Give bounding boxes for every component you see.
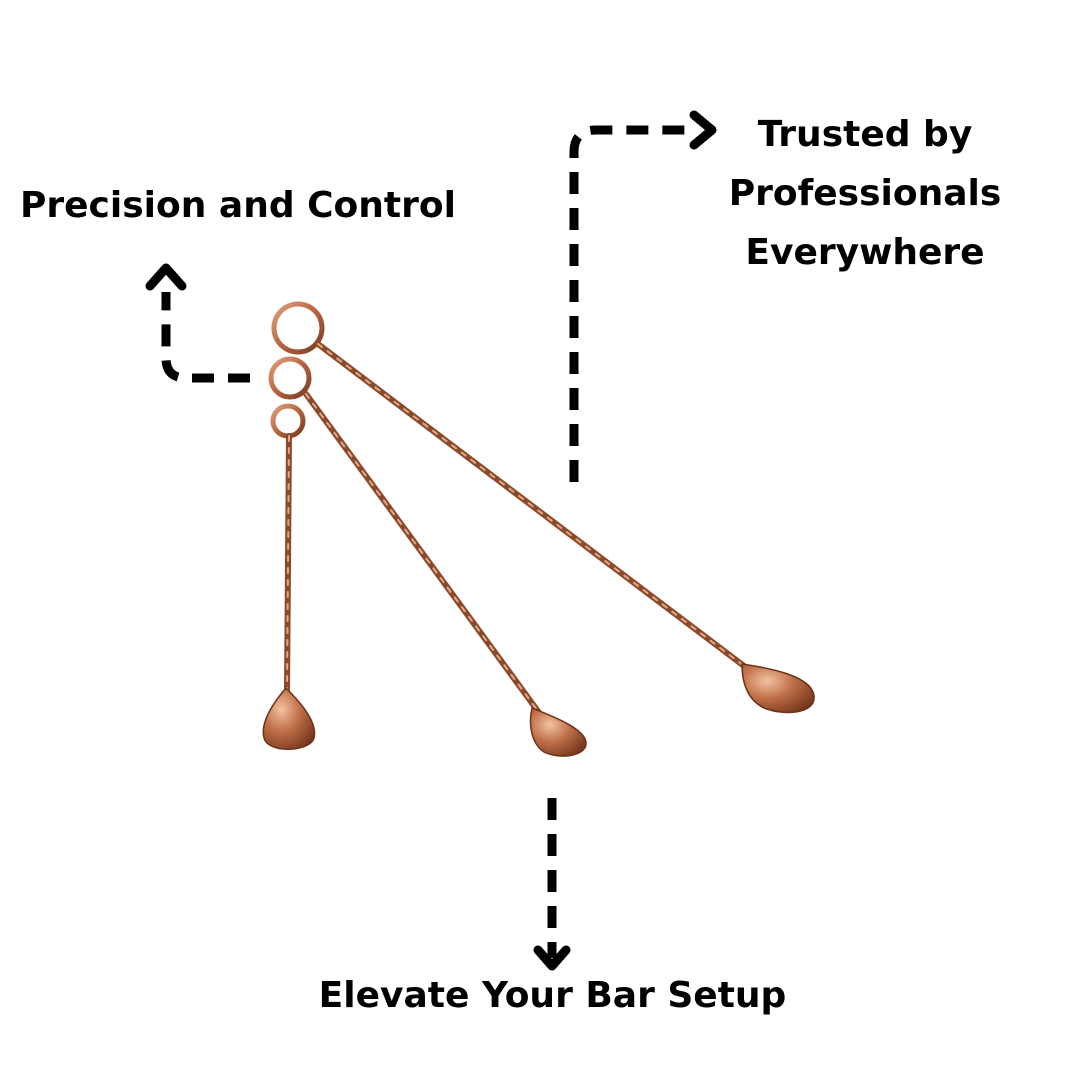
bar-spoon-short	[262, 403, 316, 750]
dashed-arrow-right-icon	[569, 110, 717, 482]
dashed-arrow-up-icon	[145, 263, 250, 383]
bar-spoon-long	[271, 301, 815, 714]
spoon-handle-medium	[303, 391, 543, 717]
spoon-bowl-medium	[529, 706, 587, 757]
callout-precision-and-control: Precision and Control	[20, 185, 456, 226]
spoon-ring-long	[271, 301, 325, 355]
spoon-ring-short	[270, 403, 306, 439]
bar-spoon-medium	[268, 356, 587, 757]
callout-trusted-line-1: Trusted by	[757, 114, 973, 155]
spoon-bowl-short	[262, 686, 316, 750]
spoon-handle-short	[284, 433, 292, 693]
spoon-handle-long	[315, 341, 755, 675]
callout-trusted-by-professionals: Trusted by Professionals Everywhere	[700, 105, 1030, 282]
callout-elevate-your-bar-setup: Elevate Your Bar Setup	[318, 975, 787, 1016]
dashed-arrow-down-icon	[533, 798, 571, 971]
callout-trusted-line-2: Professionals	[728, 173, 1002, 214]
callout-trusted-line-3: Everywhere	[745, 232, 985, 273]
spoon-ring-medium	[268, 356, 312, 400]
spoon-bowl-long	[741, 663, 815, 714]
